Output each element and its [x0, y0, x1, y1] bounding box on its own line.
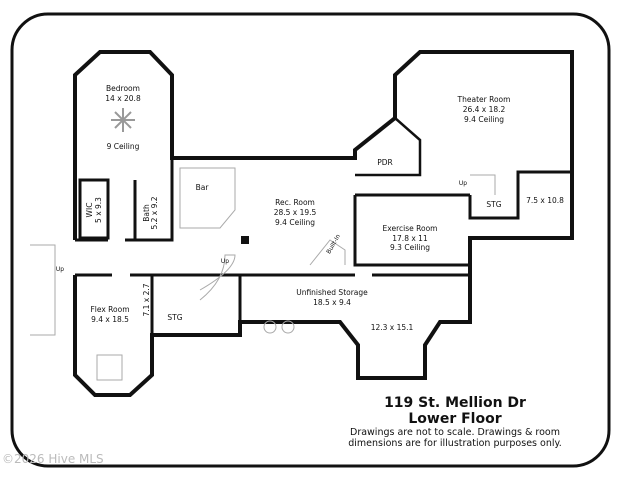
stairs-up-label-center: Up — [221, 258, 229, 265]
bath-name: Bath — [142, 204, 151, 222]
flex-dims: 9.4 x 18.5 — [91, 315, 129, 324]
closet-dims: 7.1 x 2.7 — [142, 283, 151, 316]
stairs-up-label-left: Up — [56, 266, 64, 273]
stg-right-name: STG — [486, 200, 501, 209]
ceiling-fan-icon — [111, 108, 135, 132]
column — [241, 236, 249, 244]
pdr-name: PDR — [377, 158, 393, 167]
wic-dims: 5 x 9.3 — [94, 197, 103, 223]
wic-name: WIC — [85, 203, 94, 218]
bedroom-name: Bedroom — [106, 84, 140, 93]
exercise-dims: 17.8 x 11 — [392, 234, 428, 243]
flex-name: Flex Room — [90, 305, 129, 314]
floor-title: Lower Floor — [408, 411, 502, 427]
rec-dims: 28.5 x 19.5 — [274, 208, 317, 217]
stairs-up-label-right: Up — [459, 180, 467, 187]
rec-ceiling: 9.4 Ceiling — [275, 218, 315, 227]
theater-name: Theater Room — [457, 95, 511, 104]
bar-name: Bar — [196, 183, 210, 192]
theater-dims: 26.4 x 18.2 — [463, 105, 506, 114]
stg-left-name: STG — [167, 313, 182, 322]
storage-room-dims: 12.3 x 15.1 — [371, 323, 414, 332]
fixtures — [30, 167, 496, 381]
watermark: ©2026 Hive MLS — [2, 452, 104, 466]
address-title: 119 St. Mellion Dr — [384, 395, 526, 411]
exercise-ceiling: 9.3 Ceiling — [390, 243, 430, 252]
bedroom-ceiling: 9 Ceiling — [107, 142, 140, 151]
bedroom-dims: 14 x 20.8 — [105, 94, 141, 103]
storage-dims: 18.5 x 9.4 — [313, 298, 351, 307]
storage-name: Unfinished Storage — [296, 288, 368, 297]
exercise-name: Exercise Room — [383, 224, 438, 233]
built-in-label: Built-In — [325, 233, 342, 255]
bath-dims: 5.2 x 9.2 — [150, 196, 159, 229]
small-room-dims: 7.5 x 10.8 — [526, 196, 564, 205]
walls — [73, 50, 574, 397]
disclaimer-line-2: dimensions are for illustration purposes… — [348, 438, 562, 449]
theater-ceiling: 9.4 Ceiling — [464, 115, 504, 124]
rec-name: Rec. Room — [275, 198, 315, 207]
disclaimer-line-1: Drawings are not to scale. Drawings & ro… — [350, 427, 560, 438]
outer-border — [10, 12, 611, 468]
